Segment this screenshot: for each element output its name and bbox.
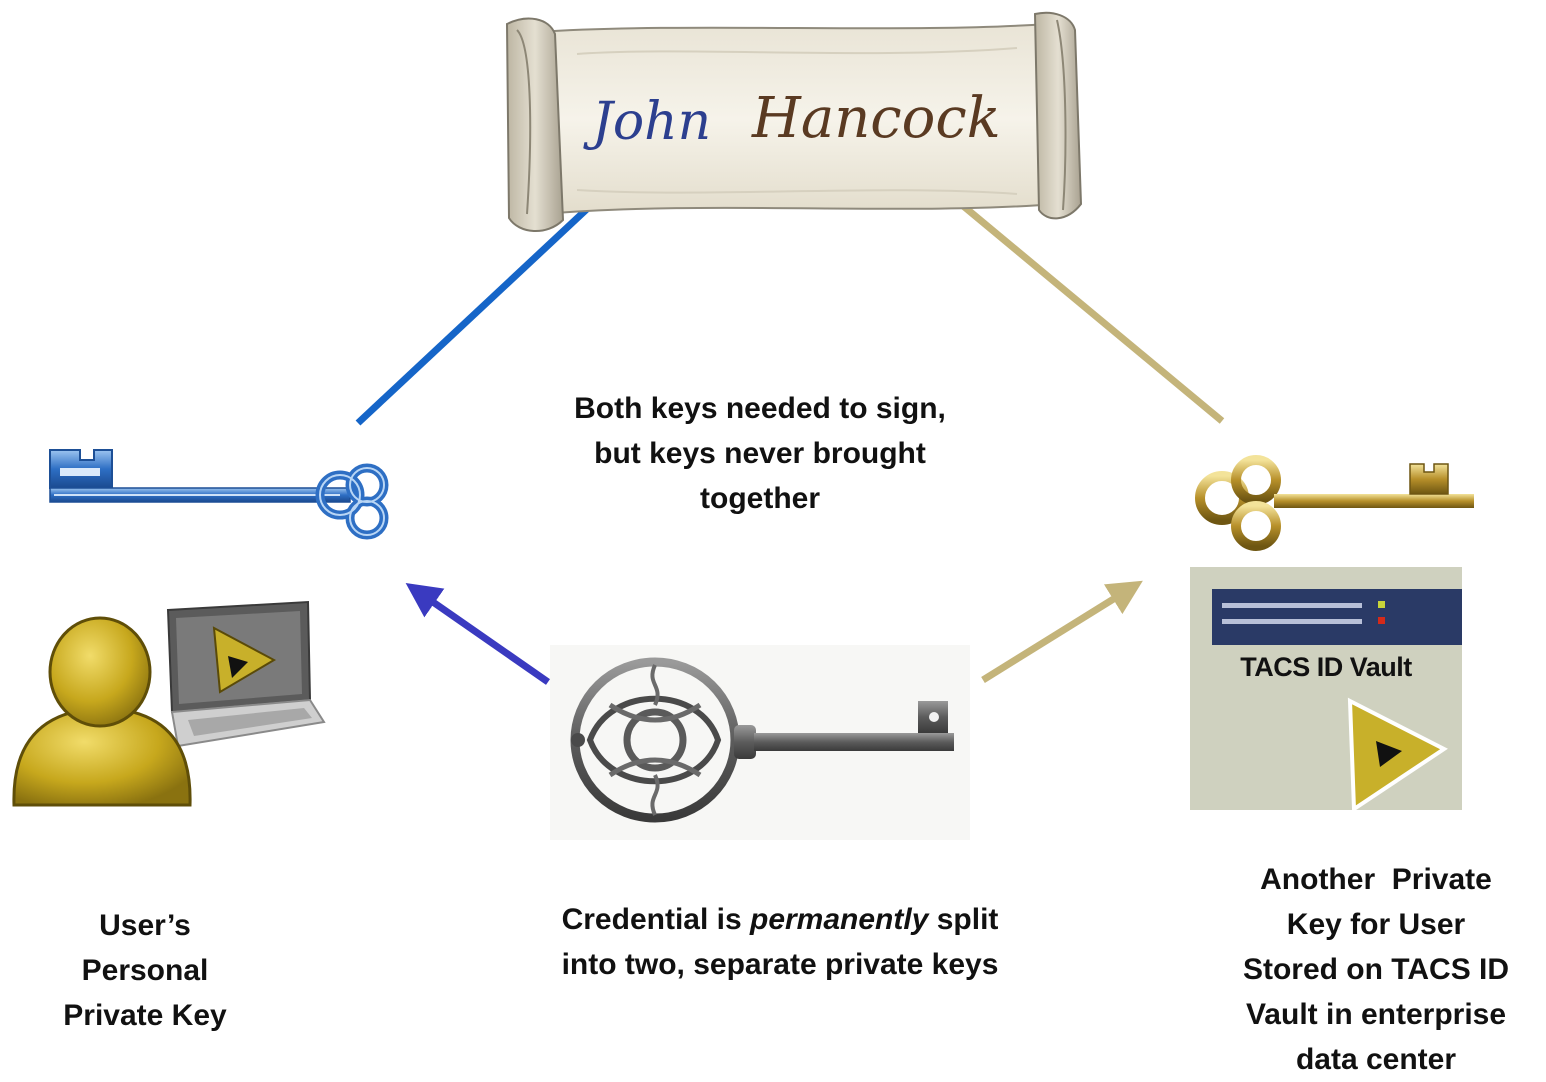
arrow-credential-to-vault-key bbox=[981, 580, 1143, 683]
ornate-iron-key-icon bbox=[550, 645, 970, 840]
signature-scroll: John Hancock bbox=[487, 4, 1087, 242]
center-note: Both keys needed to sign, but keys never… bbox=[480, 386, 1040, 521]
arrow-vault-key-to-signature bbox=[918, 168, 1225, 424]
user-key-label-line: Private Key bbox=[63, 999, 227, 1032]
credential-key bbox=[550, 645, 970, 840]
server-icon bbox=[1212, 589, 1462, 645]
user-key-label: User’s Personal Private Key bbox=[20, 903, 270, 1038]
split-note-emphasis: permanently bbox=[750, 903, 929, 936]
vault-key-label: Another Private Key for User Stored on T… bbox=[1186, 857, 1546, 1082]
gold-key-icon bbox=[1195, 455, 1474, 551]
center-note-line: together bbox=[700, 482, 820, 515]
user-private-key bbox=[40, 440, 405, 580]
vault-key-label-line: data center bbox=[1295, 1043, 1457, 1076]
vault-key-label-line: Key for User bbox=[1286, 908, 1466, 941]
user-avatar-icon bbox=[12, 616, 192, 807]
triangle-logo-icon bbox=[1347, 697, 1448, 812]
split-note-line-2: into two, separate private keys bbox=[561, 948, 999, 981]
vault-key-label-line: Stored on TACS ID bbox=[1242, 953, 1510, 986]
signature-first-name: John bbox=[592, 92, 712, 152]
center-note-line: Both keys needed to sign, bbox=[574, 392, 946, 425]
signature-last-name: Hancock bbox=[752, 86, 1001, 151]
vault-title: TACS ID Vault bbox=[1240, 652, 1412, 682]
laptop-icon bbox=[166, 600, 326, 748]
vault-private-key bbox=[1178, 450, 1483, 570]
split-note-post: split bbox=[928, 903, 999, 936]
user-key-label-line: Personal bbox=[81, 954, 209, 987]
arrow-user-key-to-signature bbox=[355, 168, 631, 426]
arrow-credential-to-user-key bbox=[405, 583, 550, 685]
vault-key-label-line: Another Private bbox=[1260, 863, 1492, 896]
user-workstation bbox=[8, 600, 328, 830]
vault-key-label-line: Vault in enterprise bbox=[1245, 998, 1507, 1031]
split-note-line-1: Credential is permanently split bbox=[470, 897, 1090, 942]
user-key-label-line: User’s bbox=[99, 909, 191, 942]
split-note: Credential is permanently split into two… bbox=[470, 897, 1090, 987]
blue-key-icon bbox=[49, 449, 389, 540]
center-note-line: but keys never brought bbox=[594, 437, 926, 470]
split-note-pre: Credential is bbox=[561, 903, 750, 936]
triangle-logo-icon bbox=[212, 626, 277, 694]
tacs-id-vault bbox=[1190, 567, 1462, 812]
parchment-scroll-icon bbox=[505, 11, 1083, 233]
